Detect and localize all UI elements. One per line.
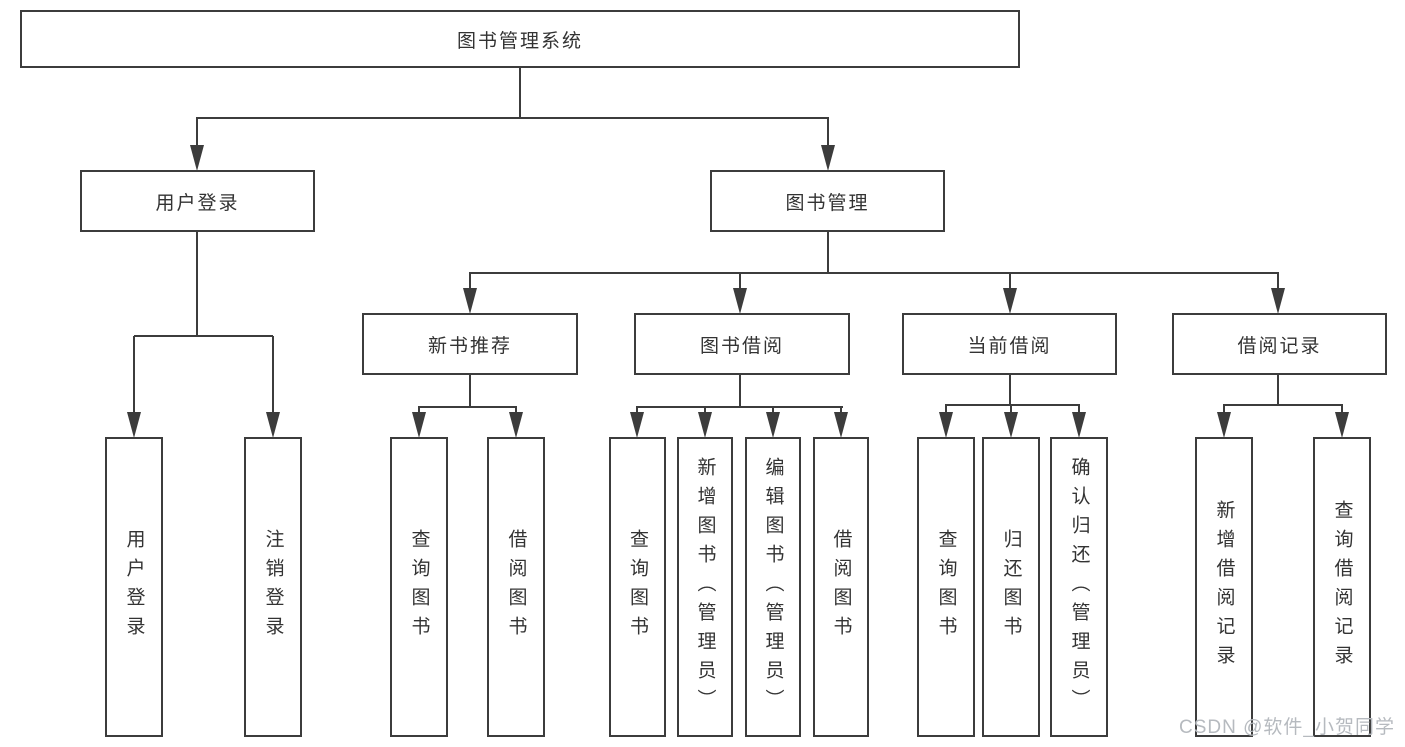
leaf-edit-book-admin: 编辑图书（管理员）	[745, 437, 801, 737]
node-book-borrow-label: 图书借阅	[699, 335, 784, 357]
leaf-add-borrow-record: 新增借阅记录	[1195, 437, 1253, 737]
leaf-confirm-return-admin-label: 确认归还（管理员）	[1068, 456, 1090, 718]
node-book-management: 图书管理	[710, 170, 945, 232]
node-borrow-record: 借阅记录	[1172, 313, 1387, 375]
leaf-return-book: 归还图书	[982, 437, 1040, 737]
leaf-current-query-book-label: 查询图书	[935, 529, 957, 645]
leaf-recommend-query-book-label: 查询图书	[408, 529, 430, 645]
leaf-add-book-admin: 新增图书（管理员）	[677, 437, 733, 737]
node-book-management-label: 图书管理	[785, 192, 870, 214]
leaf-add-borrow-record-label: 新增借阅记录	[1213, 500, 1235, 674]
leaf-borrow-query-book-label: 查询图书	[627, 529, 648, 645]
node-borrow-record-label: 借阅记录	[1237, 335, 1322, 357]
leaf-confirm-return-admin: 确认归还（管理员）	[1050, 437, 1108, 737]
node-new-book-recommend: 新书推荐	[362, 313, 578, 375]
leaf-recommend-query-book: 查询图书	[390, 437, 448, 737]
leaf-current-query-book: 查询图书	[917, 437, 975, 737]
leaf-query-borrow-record: 查询借阅记录	[1313, 437, 1371, 737]
leaf-user-login: 用户登录	[105, 437, 163, 737]
csdn-watermark: CSDN @软件_小贺同学	[1179, 717, 1395, 738]
node-current-borrow-label: 当前借阅	[967, 335, 1052, 357]
leaf-return-book-label: 归还图书	[1000, 529, 1022, 645]
leaf-borrow-book-label: 借阅图书	[830, 529, 852, 645]
node-root: 图书管理系统	[20, 10, 1020, 68]
leaf-logout: 注销登录	[244, 437, 302, 737]
node-user-login: 用户登录	[80, 170, 315, 232]
leaf-recommend-borrow-book: 借阅图书	[487, 437, 545, 737]
leaf-borrow-query-book: 查询图书	[609, 437, 666, 737]
leaf-borrow-book: 借阅图书	[813, 437, 869, 737]
leaf-query-borrow-record-label: 查询借阅记录	[1331, 500, 1353, 674]
leaf-recommend-borrow-book-label: 借阅图书	[505, 529, 527, 645]
leaf-logout-label: 注销登录	[262, 529, 284, 645]
node-current-borrow: 当前借阅	[902, 313, 1117, 375]
node-new-book-recommend-label: 新书推荐	[427, 335, 512, 357]
node-root-label: 图书管理系统	[456, 30, 583, 52]
node-user-login-label: 用户登录	[155, 192, 240, 214]
node-book-borrow: 图书借阅	[634, 313, 850, 375]
leaf-user-login-label: 用户登录	[123, 529, 145, 645]
leaf-add-book-admin-label: 新增图书（管理员）	[694, 456, 716, 718]
leaf-edit-book-admin-label: 编辑图书（管理员）	[762, 456, 784, 718]
